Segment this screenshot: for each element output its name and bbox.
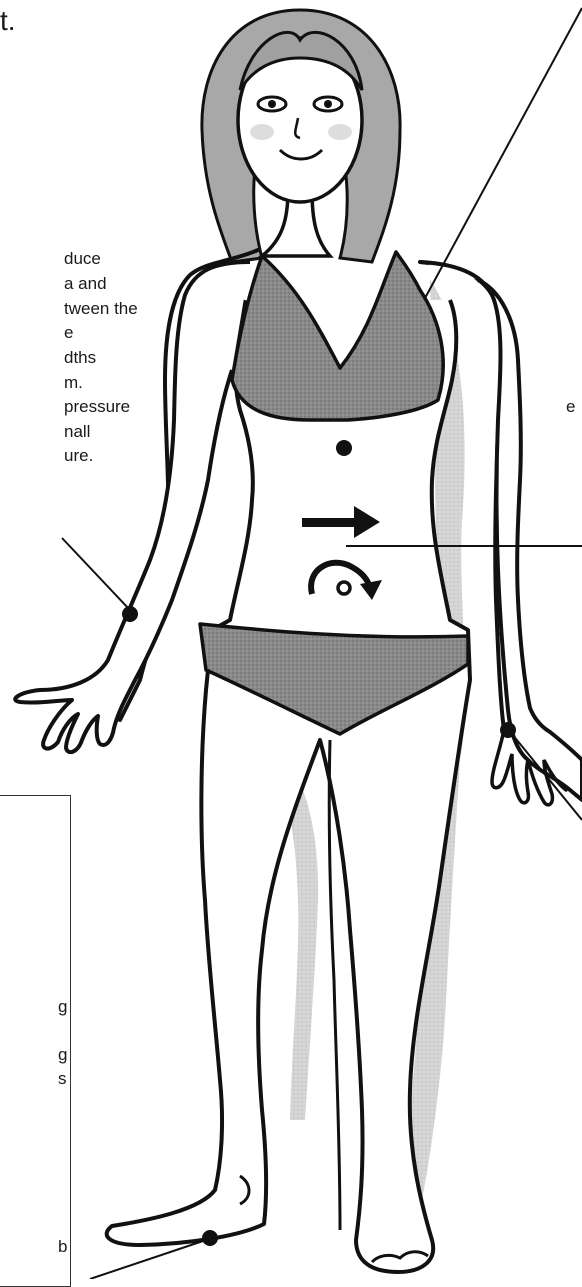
left-pupil xyxy=(268,100,276,108)
leader-line xyxy=(424,8,582,300)
left-cheek xyxy=(250,124,274,140)
leader-line xyxy=(62,538,128,608)
point-foot xyxy=(202,1230,218,1246)
right-cheek xyxy=(328,124,352,140)
point-chest xyxy=(336,440,352,456)
right-pupil xyxy=(324,100,332,108)
point-wrist-left xyxy=(122,606,138,622)
